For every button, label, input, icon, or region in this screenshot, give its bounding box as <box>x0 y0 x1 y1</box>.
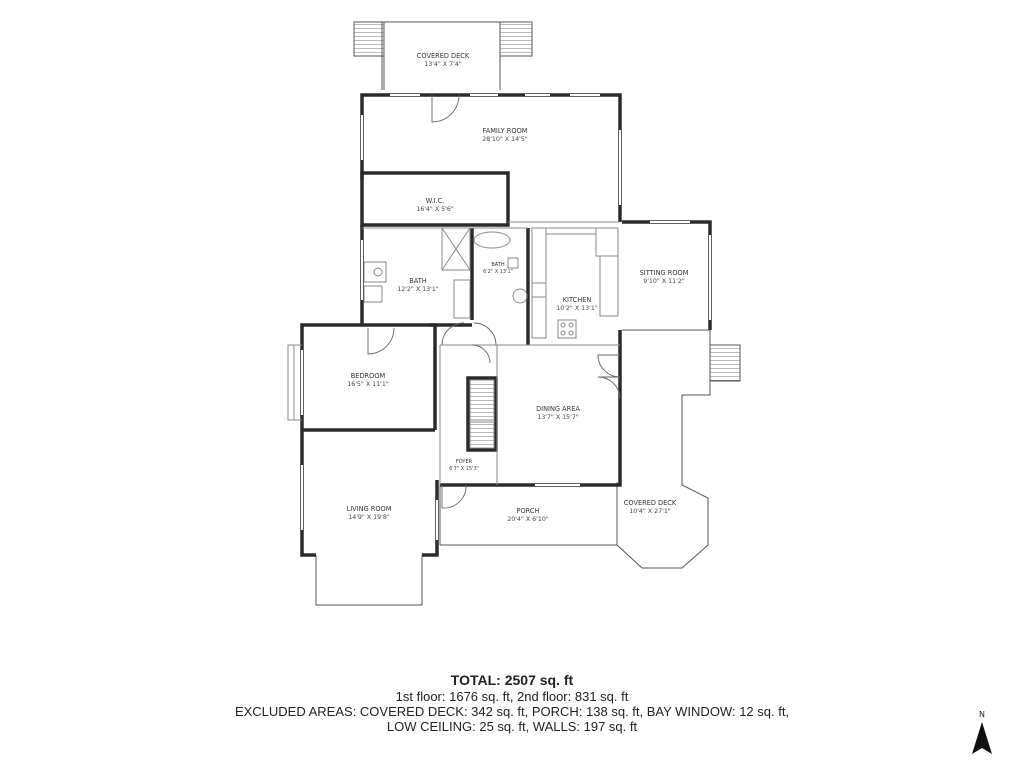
room-dims: 28'10" X 14'5" <box>482 136 528 143</box>
porch-outline <box>439 482 618 546</box>
room-dims: 16'5" X 11'1" <box>347 381 389 388</box>
windows <box>301 94 711 540</box>
excluded-areas-cont: LOW CEILING: 25 sq. ft, WALLS: 197 sq. f… <box>386 719 638 734</box>
room-dims: 12'2" X 13'1" <box>397 286 439 293</box>
room-dims: 13'4" X 7'4" <box>424 61 462 68</box>
room-name: SITTING ROOM <box>640 269 689 277</box>
room-name: PORCH <box>517 507 540 515</box>
walls <box>300 93 712 557</box>
bay-window <box>287 344 302 421</box>
room-name: BEDROOM <box>351 372 386 380</box>
room-dims: 6'7" X 15'3" <box>449 466 479 472</box>
room-name: COVERED DECK <box>417 52 470 60</box>
total-area: TOTAL: 2507 sq. ft <box>450 672 574 688</box>
doors <box>367 94 621 509</box>
room-name: W.I.C. <box>426 197 445 205</box>
room-name: COVERED DECK <box>624 499 677 507</box>
room-name: LIVING ROOM <box>347 505 392 513</box>
room-name: BATH <box>409 277 427 285</box>
covered-deck-right-outline <box>616 329 741 569</box>
floor-areas: 1st floor: 1676 sq. ft, 2nd floor: 831 s… <box>395 689 629 704</box>
north-label: N <box>979 710 985 719</box>
room-dims: 10'2" X 13'1" <box>556 305 598 312</box>
room-labels: COVERED DECK 13'4" X 7'4" FAMILY ROOM 28… <box>347 52 689 523</box>
room-dims: 13'7" X 15'7" <box>537 414 579 421</box>
room-dims: 20'4" X 6'10" <box>507 516 549 523</box>
room-dims: 14'9" X 19'8" <box>348 514 390 521</box>
room-dims: 6'2" X 13'1" <box>483 269 513 275</box>
room-name: KITCHEN <box>563 296 592 304</box>
room-dims: 9'10" X 11'2" <box>643 278 685 285</box>
area-summary: TOTAL: 2507 sq. ft 1st floor: 1676 sq. f… <box>200 672 824 734</box>
excluded-areas: EXCLUDED AREAS: COVERED DECK: 342 sq. ft… <box>234 704 790 719</box>
interior-lines <box>362 221 620 485</box>
room-dims: 10'4" X 27'1" <box>629 508 671 515</box>
living-bay-outline <box>315 555 423 606</box>
covered-deck-top-outline <box>353 21 533 90</box>
room-name: DINING AREA <box>536 405 580 413</box>
room-name: BATH <box>491 262 505 268</box>
room-name: FAMILY ROOM <box>483 127 528 135</box>
room-dims: 16'4" X 5'6" <box>416 206 454 213</box>
north-arrow-icon: N <box>972 710 992 754</box>
room-name: FOYER <box>456 459 473 465</box>
